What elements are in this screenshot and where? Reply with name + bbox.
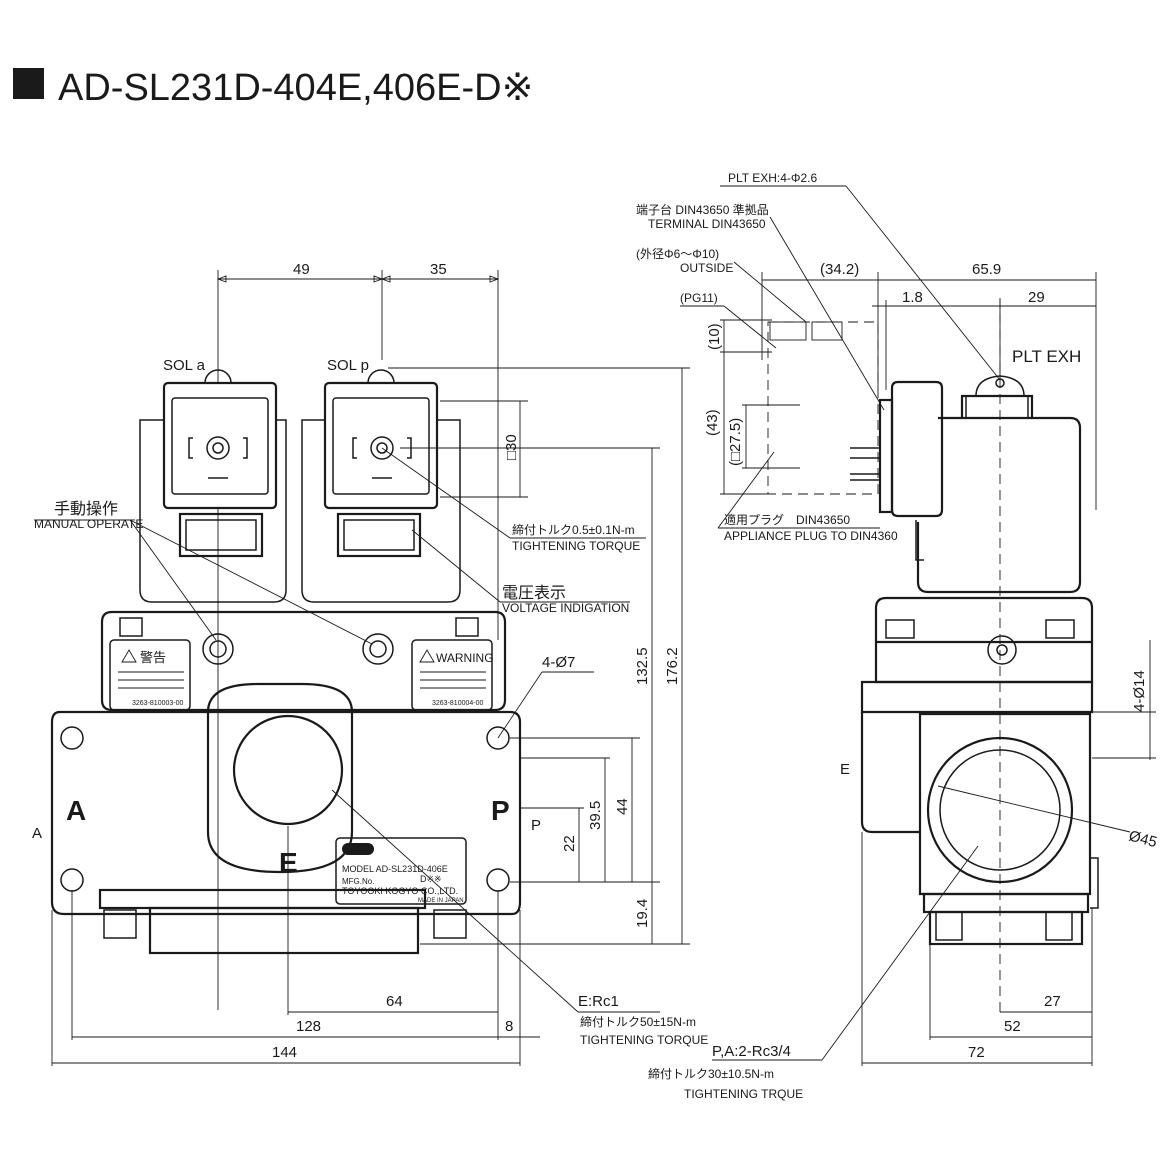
dim-49: 49: [293, 261, 310, 278]
warning-jp-label: 警告: [140, 650, 166, 665]
front-view: 49 35 SOL a SOL p: [32, 261, 708, 1066]
dim-22: 22: [561, 835, 578, 852]
port-a-label: A: [66, 795, 86, 826]
side-port-e-label: E: [840, 761, 850, 778]
dim-44: 44: [614, 798, 631, 815]
dim-65-9: 65.9: [972, 261, 1001, 278]
nameplate-model: MODEL AD-SL231D-406E: [342, 864, 448, 874]
dim-72: 72: [968, 1044, 985, 1061]
dim-27: 27: [1044, 993, 1061, 1010]
dim-34-2: (34.2): [820, 261, 859, 278]
dim-43: (43): [704, 409, 721, 436]
plug-jp-label: 適用プラグ DIN43650: [724, 512, 850, 527]
title-square-icon: [13, 68, 44, 99]
outside-en-label: OUTSIDE: [680, 261, 733, 275]
warning-code-left: 3263-810003-00: [132, 700, 183, 707]
sol-a-label: SOL a: [163, 357, 206, 374]
dim-box-27-5: (□27.5): [727, 418, 744, 466]
e-rc-label: E:Rc1: [578, 993, 619, 1010]
sol-p-label: SOL p: [327, 357, 369, 374]
plug-en-label: APPLIANCE PLUG TO DIN4360: [724, 529, 898, 543]
warning-code-right: 3263-810004-00: [432, 700, 483, 707]
manufacturer-logo-icon: [342, 843, 374, 855]
pa-torque-en-label: TIGHTENING TRQUE: [684, 1087, 803, 1101]
dim-144: 144: [272, 1044, 297, 1061]
torque-jp-label: 締付トルク0.5±0.1N-m: [512, 522, 635, 537]
e-torque-en-label: TIGHTENING TORQUE: [580, 1033, 708, 1047]
dim-10: (10): [706, 323, 723, 350]
warning-en-label: WARNING: [436, 651, 494, 665]
manual-operate-en-label: MANUAL OPERATE: [34, 517, 143, 531]
warning-triangle-icon: [121, 649, 137, 663]
port-a-side-label: A: [32, 825, 42, 842]
outside-jp-label: (外径Φ6～Φ10): [636, 247, 719, 261]
terminal-en-label: TERMINAL DIN43650: [648, 217, 766, 231]
torque-en-label: TIGHTENING TORQUE: [512, 539, 640, 553]
terminal-jp-label: 端子台 DIN43650 準拠品: [636, 202, 769, 217]
dim-35: 35: [430, 261, 447, 278]
nameplate-company: TOYOOKI KOGYO CO.,LTD.: [342, 886, 458, 896]
dim-1-8: 1.8: [902, 289, 923, 306]
dim-19-4: 19.4: [634, 899, 651, 928]
port-p-side-label: P: [531, 817, 541, 834]
plt-exh-holes-label: PLT EXH:4-Φ2.6: [728, 171, 817, 185]
nameplate-mfg: MFG.No.: [342, 877, 374, 886]
dim-52: 52: [1004, 1018, 1021, 1035]
pg11-label: (PG11): [680, 291, 718, 305]
voltage-en-label: VOLTAGE INDIGATION: [502, 601, 629, 615]
dim-29: 29: [1028, 289, 1045, 306]
e-torque-jp-label: 締付トルク50±15N-m: [580, 1014, 696, 1029]
voltage-jp-label: 電圧表示: [502, 584, 566, 602]
port-p-label: P: [491, 795, 510, 826]
dim-176-2: 176.2: [664, 647, 681, 685]
dim-128: 128: [296, 1018, 321, 1035]
dim-phi-45: Ø45: [1127, 827, 1159, 851]
dim-4-phi-14: 4-Ø14: [1131, 670, 1148, 712]
side-view: PLT EXH:4-Φ2.6 端子台 DIN43650 準拠品 TERMINAL…: [636, 171, 1159, 1101]
holes-label: 4-Ø7: [542, 654, 575, 671]
warning-triangle-icon: [419, 649, 435, 663]
dim-132-5: 132.5: [634, 647, 651, 685]
dim-box-30: □30: [503, 434, 520, 460]
dim-39-5: 39.5: [587, 801, 604, 830]
pa-rc-label: P,A:2-Rc3/4: [712, 1043, 791, 1060]
nameplate-made: MADE IN JAPAN: [418, 898, 464, 904]
pa-torque-jp-label: 締付トルク30±10.5N-m: [648, 1066, 774, 1081]
dim-64: 64: [386, 993, 403, 1010]
plt-exh-label: PLT EXH: [1012, 347, 1081, 366]
drawing-title: AD-SL231D-404E,406E-D※: [58, 67, 533, 109]
dim-8: 8: [505, 1018, 513, 1035]
manual-operate-jp-label: 手動操作: [54, 500, 118, 518]
